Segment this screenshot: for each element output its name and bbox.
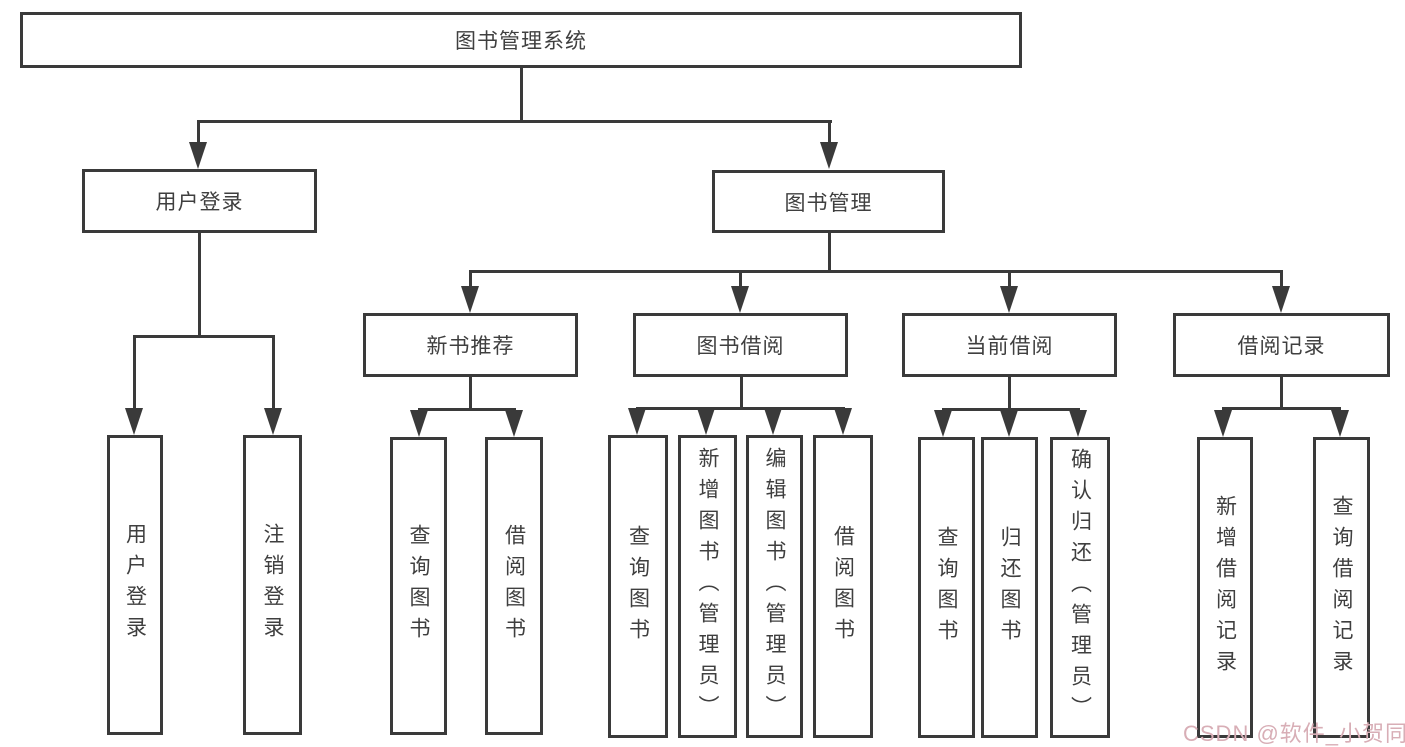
- node-borrow-edit-book-admin: 编辑图书（管理员）: [746, 435, 803, 738]
- arrowhead-logout: [264, 408, 282, 435]
- arrowhead-nbr-query: [410, 410, 428, 437]
- arrowhead-current-borrow: [1000, 286, 1018, 313]
- node-borrow-query-book: 查询图书: [608, 435, 668, 738]
- node-user-login-group: 用户登录: [82, 169, 317, 233]
- connector-to-current-borrow: [1008, 270, 1011, 288]
- node-current-query-book: 查询图书: [918, 437, 975, 738]
- connector-borrow-records-stem: [1280, 377, 1283, 407]
- connector-book-mgmt-split: [469, 270, 1283, 273]
- arrowhead-book-borrow: [731, 286, 749, 313]
- node-borrow-add-book-admin: 新增图书（管理员）: [678, 435, 737, 738]
- connector-new-book-rec-stem: [469, 377, 472, 408]
- arrowhead-cb-return: [1000, 410, 1018, 437]
- node-return-book: 归还图书: [981, 437, 1038, 738]
- arrowhead-user-login: [125, 408, 143, 435]
- arrowhead-bb-borrow: [834, 408, 852, 435]
- watermark: CSDN @软件_小贺同学: [1183, 721, 1405, 746]
- node-user-login: 用户登录: [107, 435, 163, 735]
- connector-user-login-split: [133, 335, 275, 338]
- connector-book-borrow-stem: [740, 377, 743, 407]
- connector-to-user-login-group: [197, 120, 200, 144]
- connector-new-book-rec-split: [418, 408, 516, 411]
- node-recommend-query-book: 查询图书: [390, 437, 447, 735]
- connector-to-user-login: [133, 335, 136, 410]
- connector-current-borrow-split: [942, 408, 1080, 411]
- arrowhead-book-mgmt: [820, 142, 838, 169]
- connector-current-borrow-stem: [1008, 377, 1011, 408]
- connector-book-mgmt-stem: [828, 233, 831, 270]
- connector-to-logout: [272, 335, 275, 410]
- arrowhead-bb-edit: [764, 408, 782, 435]
- node-borrow-records: 借阅记录: [1173, 313, 1390, 377]
- arrowhead-nbr-borrow: [505, 410, 523, 437]
- arrowhead-bb-add: [697, 408, 715, 435]
- node-root: 图书管理系统: [20, 12, 1022, 68]
- node-confirm-return-admin: 确认归还（管理员）: [1050, 437, 1110, 738]
- node-current-borrow: 当前借阅: [902, 313, 1117, 377]
- connector-user-login-stem: [198, 233, 201, 335]
- connector-borrow-records-split: [1222, 407, 1341, 410]
- arrowhead-user-login-group: [189, 142, 207, 169]
- connector-root-split: [197, 120, 832, 123]
- arrowhead-borrow-records: [1272, 286, 1290, 313]
- node-logout: 注销登录: [243, 435, 302, 735]
- connector-to-book-borrow: [739, 270, 742, 288]
- arrowhead-br-add: [1214, 410, 1232, 437]
- connector-to-new-book-rec: [469, 270, 472, 288]
- connector-root-stem: [520, 68, 523, 120]
- arrowhead-bb-query: [628, 408, 646, 435]
- arrowhead-new-book-rec: [461, 286, 479, 313]
- arrowhead-cb-confirm: [1069, 410, 1087, 437]
- node-new-book-recommend: 新书推荐: [363, 313, 578, 377]
- arrowhead-cb-query: [934, 410, 952, 437]
- node-book-borrow: 图书借阅: [633, 313, 848, 377]
- node-borrow-borrow-book: 借阅图书: [813, 435, 873, 738]
- connector-book-borrow-split: [636, 407, 845, 410]
- node-book-management: 图书管理: [712, 170, 945, 233]
- connector-to-borrow-records: [1280, 270, 1283, 288]
- node-add-borrow-record: 新增借阅记录: [1197, 437, 1253, 738]
- connector-to-book-mgmt: [828, 120, 831, 144]
- arrowhead-br-query: [1331, 410, 1349, 437]
- node-recommend-borrow-book: 借阅图书: [485, 437, 543, 735]
- node-query-borrow-record: 查询借阅记录: [1313, 437, 1370, 738]
